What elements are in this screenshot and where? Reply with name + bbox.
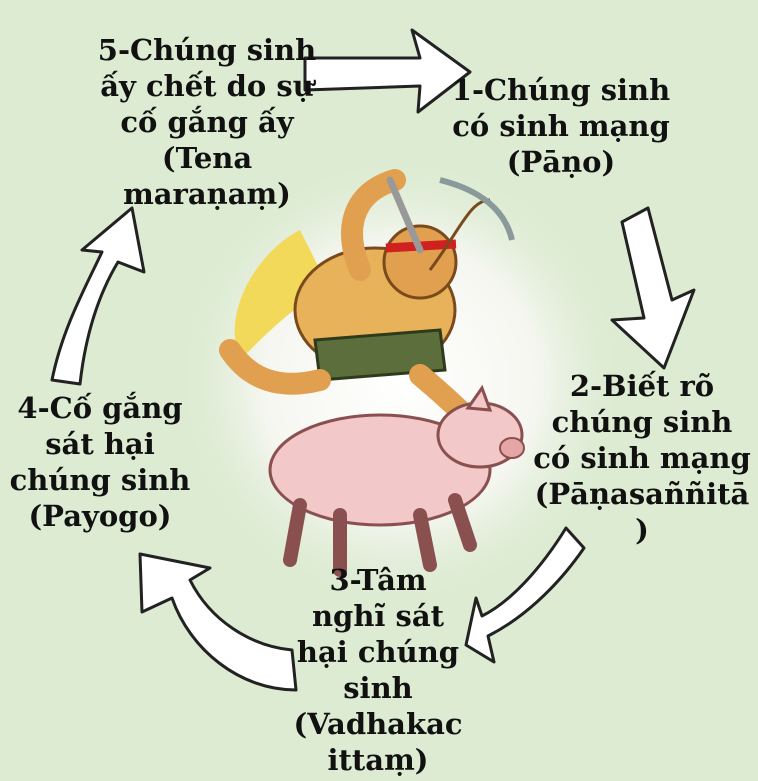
step-2-label: 2-Biết rõ chúng sinh có sinh mạng (Pāṇas… [524, 368, 758, 548]
step-3-label: 3-Tâm nghĩ sát hại chúng sinh (Vadhakac … [278, 562, 478, 778]
step-5-label: 5-Chúng sinh ấy chết do sự cố gắng ấy (T… [78, 32, 336, 212]
step-4-label: 4-Cố gắng sát hại chúng sinh (Payogo) [0, 390, 200, 534]
step-1-label: 1-Chúng sinh có sinh mạng (Pāṇo) [432, 72, 690, 180]
cycle-arrow-left [52, 208, 144, 384]
cycle-arrow-bottom-left [140, 554, 296, 690]
